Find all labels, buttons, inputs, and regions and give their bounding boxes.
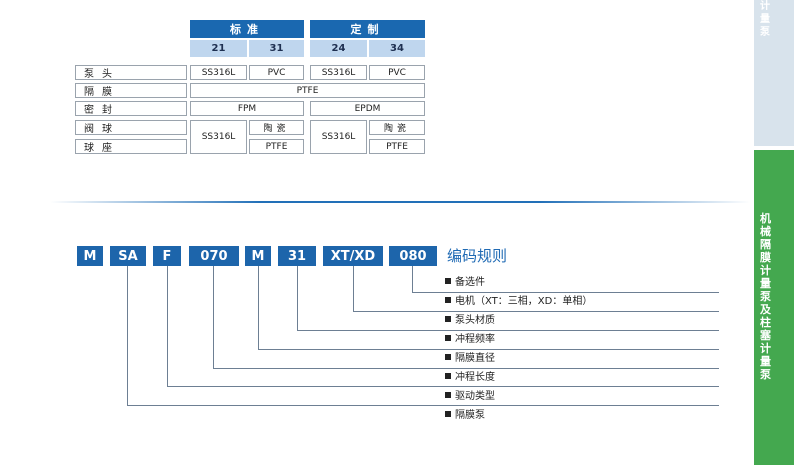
code-box-motor: XT/XD — [323, 246, 383, 266]
connector-line — [297, 330, 719, 331]
code-box-pump-type: M — [77, 246, 103, 266]
connector-line — [127, 405, 719, 406]
bullet-square-icon — [445, 335, 451, 341]
code-header: 34 — [369, 40, 425, 57]
table-cell: PVC — [249, 65, 304, 80]
table-cell: SS316L — [310, 120, 367, 154]
connector-line — [213, 368, 719, 369]
bullet-square-icon — [445, 392, 451, 398]
connector-line — [127, 266, 128, 405]
code-header: 24 — [310, 40, 367, 57]
table-cell: PTFE — [249, 139, 304, 154]
table-cell: PTFE — [369, 139, 425, 154]
side-tab-diaphragm-plunger-pump[interactable] — [754, 150, 794, 465]
bullet-square-icon — [445, 278, 451, 284]
bullet-square-icon — [445, 411, 451, 417]
legend-item-stroke-frequency: 冲程频率 — [445, 333, 495, 347]
code-box-head-material: 31 — [278, 246, 316, 266]
connector-line — [167, 386, 719, 387]
side-tab-metering-pump[interactable] — [754, 0, 794, 146]
table-cell: SS316L — [190, 120, 247, 154]
legend-item-diaphragm-diameter: 隔膜直径 — [445, 352, 495, 366]
row-label-valve-seat: 球座 — [75, 139, 187, 154]
row-label-seal: 密封 — [75, 101, 187, 116]
code-box-stroke-frequency: M — [245, 246, 271, 266]
bullet-square-icon — [445, 297, 451, 303]
legend-item-stroke-length: 冲程长度 — [445, 371, 495, 385]
code-box-diaphragm-diameter: 070 — [189, 246, 239, 266]
code-header: 21 — [190, 40, 247, 57]
group-header-custom: 定制 — [310, 20, 425, 38]
connector-line — [412, 292, 719, 293]
legend-item-drive-type: 驱动类型 — [445, 390, 495, 404]
code-box-stroke-length: F — [153, 246, 181, 266]
side-tab-metering-pump-label: 计量泵 — [760, 1, 770, 38]
table-cell: 陶瓷 — [369, 120, 425, 135]
connector-line — [258, 349, 719, 350]
legend-item-options: 备选件 — [445, 276, 485, 290]
table-cell: PTFE — [190, 83, 425, 98]
code-rule-title: 编码规则 — [447, 247, 508, 265]
side-tab-separator — [754, 146, 794, 150]
section-divider — [50, 201, 750, 203]
row-label-pump-head: 泵头 — [75, 65, 187, 80]
connector-line — [353, 311, 719, 312]
legend-item-motor: 电机（XT：三相，XD：单相） — [445, 295, 592, 309]
bullet-square-icon — [445, 354, 451, 360]
legend-item-head-material: 泵头材质 — [445, 314, 495, 328]
legend-item-pump-type: 隔膜泵 — [445, 409, 485, 423]
group-header-standard: 标准 — [190, 20, 304, 38]
code-box-drive-type: SA — [110, 246, 146, 266]
connector-line — [412, 266, 413, 292]
connector-line — [213, 266, 214, 368]
table-cell: FPM — [190, 101, 304, 116]
code-box-options: 080 — [389, 246, 437, 266]
connector-line — [297, 266, 298, 330]
table-cell: SS316L — [310, 65, 367, 80]
code-header: 31 — [249, 40, 304, 57]
connector-line — [258, 266, 259, 349]
table-cell: SS316L — [190, 65, 247, 80]
bullet-square-icon — [445, 373, 451, 379]
connector-line — [167, 266, 168, 386]
table-cell: 陶瓷 — [249, 120, 304, 135]
table-cell: PVC — [369, 65, 425, 80]
row-label-diaphragm: 隔膜 — [75, 83, 187, 98]
table-cell: EPDM — [310, 101, 425, 116]
side-tab-diaphragm-plunger-pump-label: 机械隔膜计量泵及柱塞计量泵 — [760, 212, 771, 381]
row-label-valve-ball: 阀球 — [75, 120, 187, 135]
bullet-square-icon — [445, 316, 451, 322]
connector-line — [353, 266, 354, 311]
